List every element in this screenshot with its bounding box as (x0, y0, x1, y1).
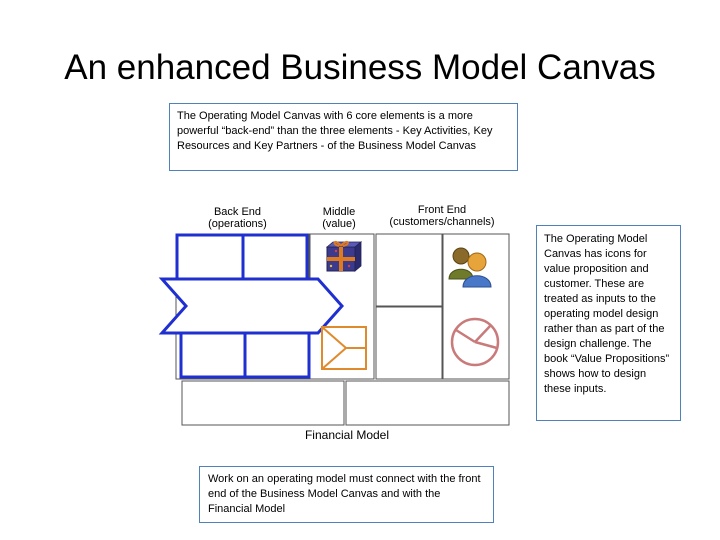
header-front-end-title: Front End (417, 204, 467, 216)
header-back-end-subtitle: (operations) (208, 218, 267, 230)
gift-icon (325, 240, 363, 272)
envelope-icon (321, 326, 367, 370)
channels-cell (375, 306, 443, 380)
revenue-streams-cell (345, 380, 510, 426)
header-middle-title: Middle (322, 206, 356, 218)
header-front-end-subtitle: (customers/channels) (389, 216, 495, 228)
financial-model-label: Financial Model (304, 428, 390, 442)
header-front-end: Front End (customers/channels) (374, 204, 510, 228)
slide-title: An enhanced Business Model Canvas (64, 48, 656, 87)
pie-chart-icon (450, 317, 500, 367)
customers-icon (448, 247, 492, 288)
header-middle: Middle (value) (306, 206, 372, 230)
cost-structure-cell (181, 380, 345, 426)
header-back-end-title: Back End (213, 206, 262, 218)
note-value-proposition-icons: The Operating Model Canvas has icons for… (536, 225, 681, 421)
header-back-end: Back End (operations) (190, 206, 285, 230)
note-operating-model-canvas: The Operating Model Canvas with 6 core e… (169, 103, 518, 171)
note-connect-front-end: Work on an operating model must connect … (199, 466, 494, 523)
customer-relationships-cell (375, 233, 443, 307)
value-chain-arrow (158, 277, 345, 335)
header-middle-subtitle: (value) (322, 218, 356, 230)
